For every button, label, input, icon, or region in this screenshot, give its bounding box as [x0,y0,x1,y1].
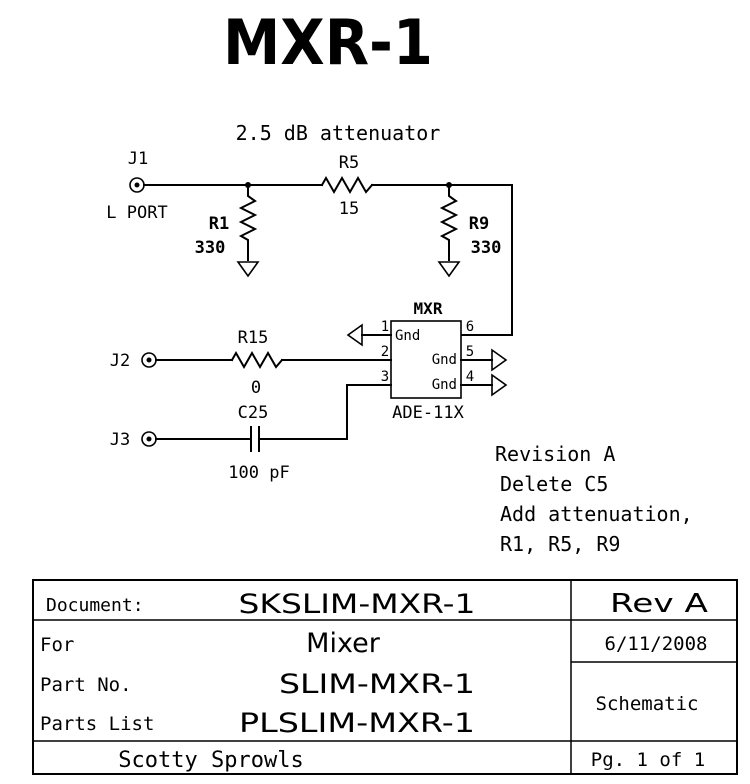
mixer-ref: MXR [414,299,443,318]
j1-name: L PORT [106,203,167,223]
c25-ref: C25 [238,403,269,423]
wire-c25-pin3 [258,384,392,440]
parts-list-value: PLSLIM-MXR-1 [239,708,475,739]
document-type: Schematic [596,693,699,715]
r9-value: 330 [471,238,502,258]
j3-connector [141,431,157,447]
mixer-gnd-label-4: Gnd [432,377,457,393]
revision-note-1: Revision A [495,442,615,466]
j1-ref: J1 [128,149,148,169]
mixer-gnd-label-5: Gnd [432,352,457,368]
r1-ref: R1 [209,214,229,234]
ground-symbol-pin5 [491,348,508,372]
revision-note-3: Add attenuation, [500,502,693,526]
r5-value: 15 [339,199,359,219]
page-number: Pg. 1 of 1 [591,749,705,771]
attenuator-label: 2.5 dB attenuator [236,121,441,145]
ground-symbol-r1 [236,261,260,278]
pin-number-1: 1 [381,319,389,335]
resistor-r15 [230,350,284,370]
part-number-value: SLIM-MXR-1 [279,669,475,700]
part-number-label: Part No. [40,674,132,696]
ground-symbol-pin4 [491,373,508,397]
wire-r5-out [371,184,513,336]
r5-ref: R5 [339,153,359,173]
j2-ref: J2 [110,351,130,371]
title-block [32,579,738,775]
schematic-title: MXR-1 [223,6,433,79]
mixer-gnd-label-1: Gnd [395,328,420,344]
ground-symbol-r9 [437,261,461,278]
capacitor-c25 [250,426,260,452]
for-value: Mixer [306,628,381,659]
date-value: 6/11/2008 [605,633,708,655]
r15-value: 0 [251,378,261,398]
r9-ref: R9 [469,214,489,234]
document-value: SKSLIM-MXR-1 [239,589,476,620]
pin-number-2: 2 [381,344,389,360]
ground-symbol-pin1 [346,323,363,347]
c25-value: 100 pF [228,463,289,483]
resistor-r1 [238,184,258,261]
pin-number-3: 3 [381,369,389,385]
document-label: Document: [46,595,144,616]
resistor-r5 [320,175,374,195]
j1-connector [129,177,145,193]
j2-connector [141,352,157,368]
r1-value: 330 [195,238,226,258]
pin-number-6: 6 [466,319,474,335]
revision-note-4: R1, R5, R9 [500,532,620,556]
revision-value: Rev A [610,589,708,619]
resistor-r9 [439,184,459,261]
mixer-part: ADE-11X [392,403,464,423]
for-label: For [40,634,74,656]
pin-number-5: 5 [466,344,474,360]
pin-number-4: 4 [466,369,474,385]
author-name: Scotty Sprowls [118,748,303,773]
parts-list-label: Parts List [40,713,154,735]
r15-ref: R15 [238,328,269,348]
j3-ref: J3 [110,430,130,450]
revision-note-2: Delete C5 [500,472,608,496]
